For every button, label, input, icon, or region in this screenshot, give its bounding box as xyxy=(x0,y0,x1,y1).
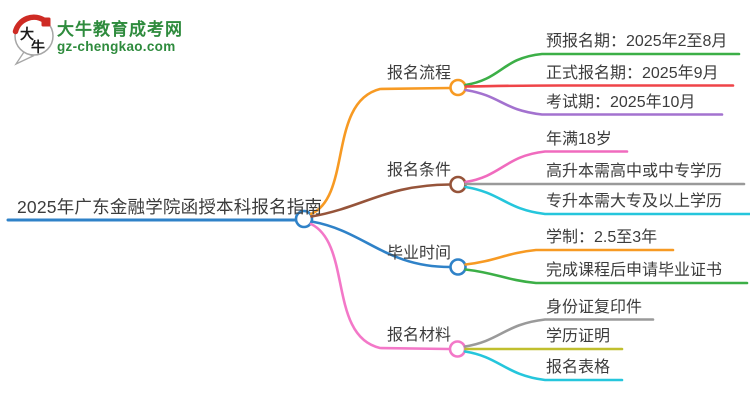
branch-circle xyxy=(449,78,467,97)
hub-circle xyxy=(294,209,314,229)
logo-character: 牛 xyxy=(31,39,45,55)
branch-circle xyxy=(448,340,467,358)
leaf-item: 报名表格 xyxy=(546,359,611,376)
branch-curve-materials xyxy=(309,222,451,351)
leaf-line-study-duration xyxy=(464,248,675,266)
branch-circle xyxy=(449,175,467,194)
leaf-item: 高升本需高中或中专学历 xyxy=(546,162,723,180)
leaf-item: 完成课程后申请毕业证书 xyxy=(546,262,723,279)
branch-label-materials: 报名材料 xyxy=(387,327,452,344)
branch-circle xyxy=(449,258,467,276)
leaf-line-preregistration xyxy=(464,52,741,87)
branch-curve-graduation-time xyxy=(310,220,452,269)
leaf-line-id-copy xyxy=(463,318,655,348)
leaf-line-exam-period xyxy=(464,88,724,116)
site-name: 大牛教育成考网 xyxy=(57,20,183,39)
site-logo-icon: 大 牛 xyxy=(12,14,54,66)
leaf-item: 年满18岁 xyxy=(546,130,612,148)
leaf-line-diploma-application xyxy=(464,268,749,285)
leaf-line-registration-form xyxy=(463,350,624,382)
logo-seal-icon xyxy=(41,17,51,27)
branch-label-registration-process: 报名流程 xyxy=(387,65,452,82)
leaf-line-official-registration xyxy=(464,84,735,88)
central-topic: 2025年广东金融学院函授本科报名指南 xyxy=(17,197,323,217)
leaf-item: 预报名期：2025年2至8月 xyxy=(546,33,728,50)
leaf-line-college-diploma xyxy=(464,185,750,216)
site-url: gz-chengkao.com xyxy=(57,39,176,54)
leaf-item: 考试期：2025年10月 xyxy=(546,93,696,111)
leaf-item: 专升本需大专及以上学历 xyxy=(546,193,723,210)
logo-beret-icon xyxy=(12,14,48,35)
branch-curve-requirements xyxy=(310,183,452,218)
branch-curve-registration-process xyxy=(309,86,452,216)
leaf-item: 学制：2.5至3年 xyxy=(546,229,658,246)
leaf-item: 学历证明 xyxy=(546,328,611,345)
leaf-line-age xyxy=(464,150,629,184)
logo-character: 大 xyxy=(20,26,34,42)
leaf-item: 身份证复印件 xyxy=(546,298,643,316)
leaf-item: 正式报名期：2025年9月 xyxy=(546,64,719,82)
branch-label-graduation-time: 毕业时间 xyxy=(387,245,452,262)
branch-label-requirements: 报名条件 xyxy=(387,162,452,179)
